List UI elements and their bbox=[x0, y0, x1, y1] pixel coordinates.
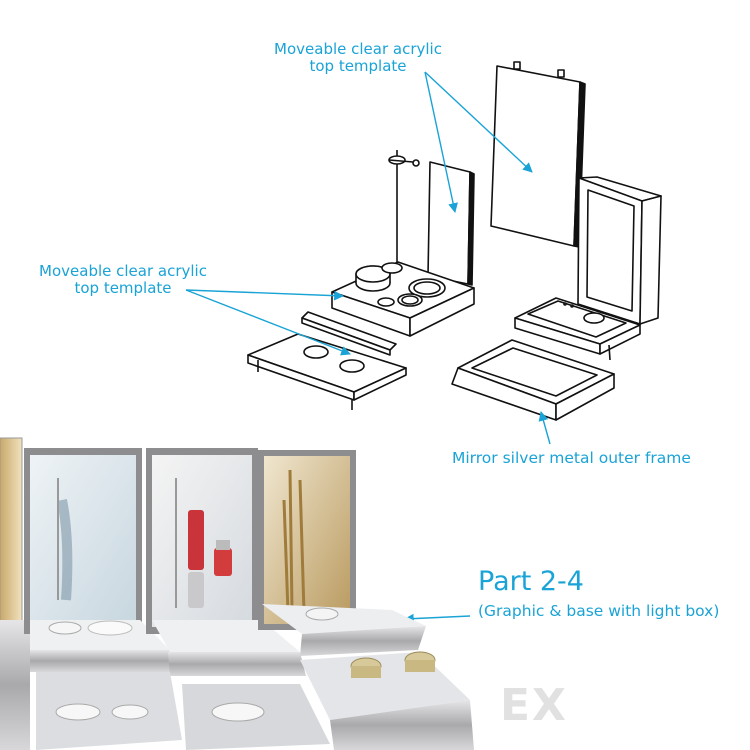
callout-top-template-left: Moveable clear acrylic top template bbox=[18, 262, 228, 298]
outer-frame-tray bbox=[451, 339, 615, 421]
display-frame-upright bbox=[514, 176, 662, 361]
acrylic-strip bbox=[301, 311, 397, 356]
callout-arrows bbox=[185, 71, 551, 624]
brand-watermark: EX bbox=[500, 680, 568, 731]
part-title: Part 2-4 bbox=[478, 566, 584, 597]
callout-outer-frame: Mirror silver metal outer frame bbox=[452, 449, 691, 467]
acrylic-template-tall bbox=[490, 61, 586, 248]
product-photo bbox=[0, 437, 474, 750]
callout-top-template-right: Moveable clear acrylic top template bbox=[258, 40, 458, 76]
line-drawing bbox=[247, 61, 662, 421]
callout-line-2: top template bbox=[309, 57, 407, 76]
acrylic-base-block bbox=[331, 261, 475, 337]
acrylic-template-small bbox=[427, 161, 475, 286]
callout-line-1: Moveable clear acrylic bbox=[39, 262, 207, 280]
callout-line-1: Moveable clear acrylic bbox=[274, 40, 442, 58]
callout-line-2: top template bbox=[74, 279, 172, 298]
part-subtitle: (Graphic & base with light box) bbox=[478, 602, 720, 620]
holder-post bbox=[388, 150, 420, 268]
acrylic-top-template-front bbox=[247, 333, 407, 410]
